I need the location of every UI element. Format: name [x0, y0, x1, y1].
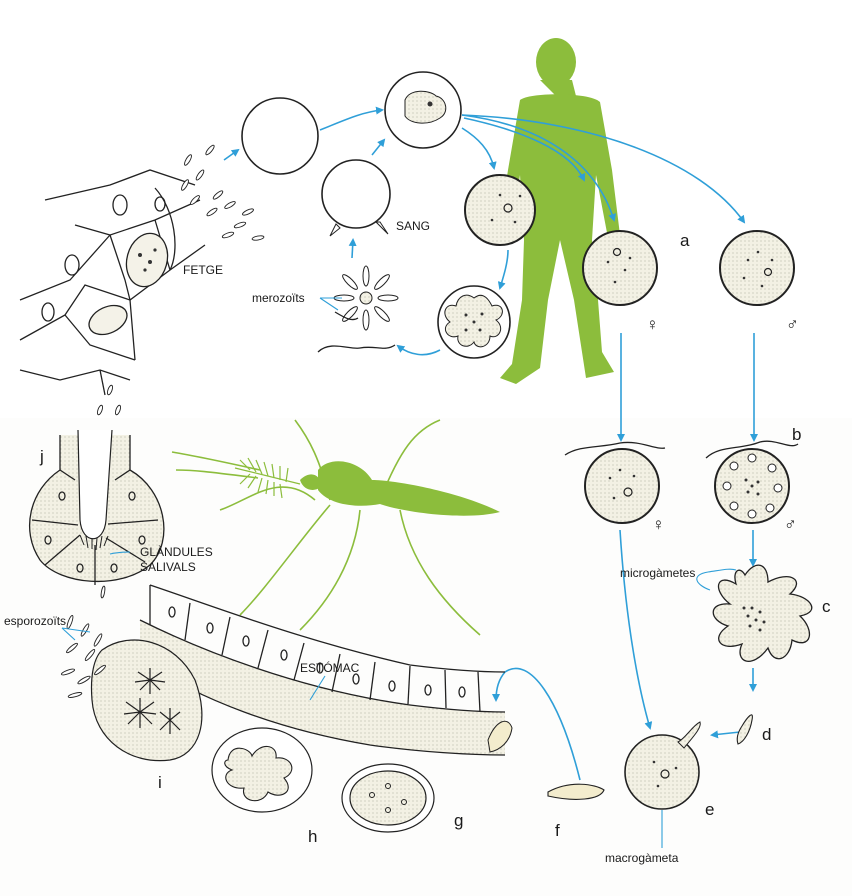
oocyst-mature	[90, 639, 203, 762]
oocyst-dividing	[211, 727, 313, 813]
leader-lines	[61, 297, 737, 848]
macrogamete-fertilization	[624, 721, 701, 810]
stage-letter-a: a	[680, 231, 690, 250]
gametocytes-mosquito	[564, 440, 799, 524]
human-host-region	[0, 0, 852, 418]
female-symbol-upper: ♀	[646, 315, 659, 334]
mosquito-icon	[171, 419, 500, 636]
female-gamete-mosquito	[584, 448, 660, 524]
label-esporozoits: esporozoïts	[4, 614, 66, 628]
stage-letter-d: d	[762, 725, 771, 744]
erythrocyte-uninfected	[241, 97, 319, 175]
stage-letter-i: i	[158, 773, 162, 792]
female-symbol-lower: ♀	[652, 515, 665, 534]
ookinete	[547, 783, 605, 800]
microgamete	[736, 714, 753, 745]
label-estomac: ESTÓMAC	[300, 660, 360, 675]
label-microgametes: microgàmetes	[620, 566, 695, 580]
human-silhouette-icon	[498, 38, 620, 384]
merozoite-rosette	[333, 265, 399, 331]
label-glandules-line1: GLÀNDULES	[140, 544, 213, 559]
label-merozoits: merozoïts	[252, 291, 305, 305]
stage-letter-h: h	[308, 827, 317, 846]
exflagellating-microgametocyte	[712, 564, 813, 662]
cycle-arrows	[223, 106, 758, 781]
blood-cycle	[241, 71, 795, 359]
liver-tissue	[19, 169, 206, 396]
label-macrogameta: macrogàmeta	[605, 851, 679, 865]
male-symbol-lower: ♂	[784, 515, 797, 534]
gametocyte-female-blood	[582, 230, 658, 306]
schizont-young	[464, 174, 536, 246]
salivary-gland	[28, 429, 165, 585]
male-symbol-upper: ♂	[786, 315, 799, 334]
liver-merozoites	[97, 144, 265, 416]
label-fetge: FETGE	[183, 263, 223, 277]
stage-letter-f: f	[555, 821, 560, 840]
stage-letter-j: j	[39, 447, 44, 466]
stage-letter-c: c	[822, 597, 831, 616]
label-sang: SANG	[396, 219, 430, 233]
stage-letter-b: b	[792, 425, 801, 444]
label-glandules-line2: SALIVALS	[140, 560, 196, 574]
oocyst-young	[341, 763, 435, 833]
stomach-wall	[139, 584, 513, 756]
stage-letter-g: g	[454, 811, 463, 830]
sporozoites	[60, 585, 106, 698]
stage-letter-e: e	[705, 800, 714, 819]
erythrocyte-invaded	[321, 159, 391, 229]
gametocyte-male-blood	[719, 230, 795, 306]
